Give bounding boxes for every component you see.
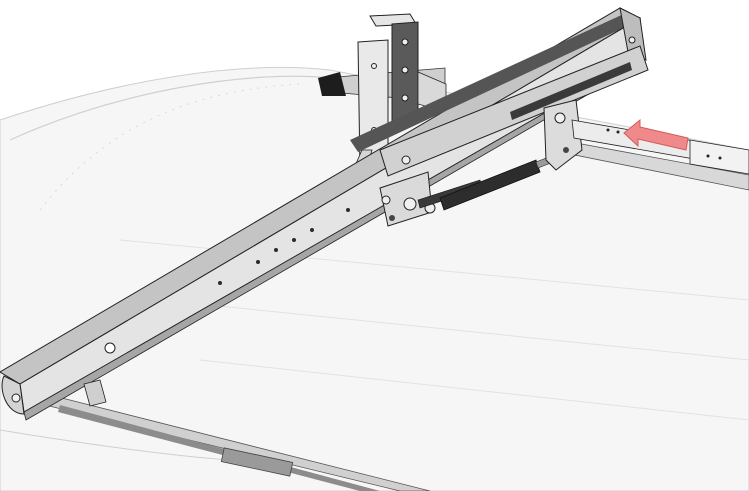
bar-far-bolt [628, 36, 636, 44]
roof-dome-edge [9, 75, 331, 141]
rear-bar-foot [318, 72, 346, 96]
clamp-bolt [401, 155, 411, 165]
bar-hole [104, 342, 116, 354]
bar-hole [310, 228, 314, 232]
pole-detent-hole [616, 130, 620, 134]
bar-hole [256, 260, 260, 264]
pivot-plate [543, 99, 583, 171]
clamp-bolt [381, 195, 391, 205]
bracket-bolt [401, 66, 409, 74]
bar-hole [218, 281, 222, 285]
bracket-bolt [371, 63, 377, 69]
pole-detent-hole [718, 156, 722, 160]
roof-rib-line [159, 299, 749, 361]
bar-channel [350, 12, 636, 152]
bar-hole [274, 248, 278, 252]
roof-clamp-foot [83, 379, 107, 407]
roof-surface [0, 66, 749, 491]
roof-rib-line [199, 359, 749, 421]
secondary-rail [379, 45, 649, 177]
strut-end-eye [403, 197, 417, 211]
bar-hole [292, 238, 296, 242]
bar-end-bolt [11, 393, 21, 403]
bracket-bolt [401, 94, 409, 102]
rail-foot-block [220, 447, 294, 477]
pole-detent-hole [706, 154, 710, 158]
clamp-bolt [389, 215, 395, 221]
roof-curve-line [39, 83, 301, 211]
rail-lower-shadow [58, 405, 380, 491]
clamp-foot-body [83, 379, 107, 407]
pole-detent-hole [606, 128, 610, 132]
pivot-bolt [554, 112, 566, 124]
bar-hole [346, 208, 350, 212]
arrow-shape [623, 118, 689, 151]
bracket-bolt [401, 38, 409, 46]
secondary-rail-slot [510, 62, 632, 120]
pivot-mount [543, 99, 583, 171]
main-ladder-bar [0, 7, 647, 421]
pivot-bolt [563, 147, 569, 153]
push-direction-arrow [623, 118, 689, 151]
roof-front-lip [0, 429, 231, 461]
strut-cylinder [439, 159, 541, 211]
